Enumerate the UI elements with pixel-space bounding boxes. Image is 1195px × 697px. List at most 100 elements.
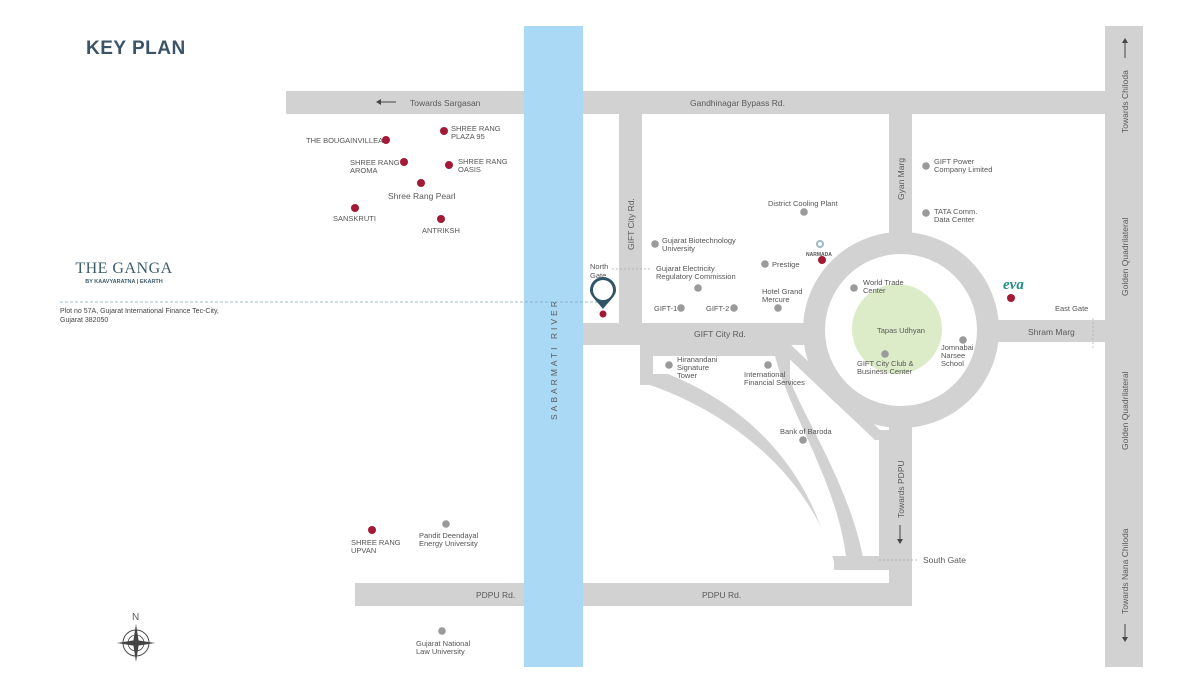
marker-sanskruti (351, 204, 359, 212)
label-hiranandani-1: Hiranandani (677, 355, 718, 364)
label-gift-city-rd-horizontal: GIFT City Rd. (694, 329, 746, 339)
road-gift-city-vertical (619, 110, 642, 326)
road-gandhinagar-bypass (286, 91, 1143, 114)
road-shram-marg (990, 320, 1110, 342)
marker-wtc (850, 284, 858, 292)
label-gift-power-2: Company Limited (934, 165, 992, 174)
arrow-up-icon (1122, 38, 1128, 58)
label-shree-rang-aroma-1: SHREE RANG (350, 158, 400, 167)
label-towards-pdpu: Towards PDPU (896, 460, 906, 518)
marker-gift1 (677, 304, 685, 312)
label-gnlu-2: Law University (416, 647, 465, 656)
road-gift-city-horizontal (583, 323, 835, 345)
label-towards-nana-chiloda: Towards Nana Chiloda (1120, 528, 1130, 614)
east-gate-label: East Gate (1055, 304, 1088, 313)
marker-bougainvillea (382, 136, 390, 144)
label-pdpu-rd-1: PDPU Rd. (476, 590, 515, 600)
marker-pdeu (442, 520, 450, 528)
label-antriksh: ANTRIKSH (422, 226, 460, 235)
south-gate-label: South Gate (923, 555, 966, 565)
project-address: Plot no 57A, Gujarat International Finan… (60, 307, 260, 325)
label-shree-rang-upvan-1: SHREE RANG (351, 538, 401, 547)
label-gift-power-1: GIFT Power (934, 157, 975, 166)
road-campus-loop (640, 344, 865, 570)
eva-logo: eva (1003, 277, 1024, 293)
marker-district-cooling (800, 208, 808, 216)
marker-shree-rang-pearl (417, 179, 425, 187)
label-gift-club-2: Business Center (857, 367, 913, 376)
label-ifs-1: International (744, 370, 786, 379)
arrow-left-icon (376, 99, 396, 105)
marker-gnlu (438, 627, 446, 635)
sabarmati-river (524, 26, 583, 667)
label-pdeu-1: Pandit Deendayal (419, 531, 479, 540)
label-gift2: GIFT-2 (706, 304, 729, 313)
marker-shree-rang-aroma (400, 158, 408, 166)
park-tapas-udhyan (852, 284, 942, 374)
project-location-pin (590, 277, 616, 318)
marker-gift2 (730, 304, 738, 312)
label-bank-of-baroda: Bank of Baroda (780, 427, 833, 436)
label-shree-rang-oasis-2: OASIS (458, 165, 481, 174)
label-hiranandani-3: Tower (677, 371, 698, 380)
marker-hiranandani (665, 361, 673, 369)
road-golden-quadrilateral (1105, 26, 1143, 667)
road-gyan-marg (889, 110, 912, 248)
river-label: SABARMATI RIVER (549, 298, 559, 420)
marker-jomnabai (959, 336, 967, 344)
arrow-down-icon-2 (1122, 624, 1128, 642)
label-jomnabai-3: School (941, 359, 964, 368)
marker-ifs (764, 361, 772, 369)
marker-shree-rang-upvan (368, 526, 376, 534)
address-line-1: Plot no 57A, Gujarat International Finan… (60, 308, 219, 315)
red-markers (351, 127, 1015, 534)
marker-eva (1007, 294, 1015, 302)
project-name: THE GANGA (75, 260, 173, 277)
label-narmada: NARMADA (806, 252, 832, 258)
label-gujarat-biotech-1: Gujarat Biotechnology (662, 236, 736, 245)
label-ifs-2: Financial Services (744, 378, 805, 387)
marker-tata (922, 209, 930, 217)
marker-shree-rang-oasis (445, 161, 453, 169)
label-tata-1: TATA Comm. (934, 207, 977, 216)
label-hotel-grand-2: Mercure (762, 295, 790, 304)
label-wtc-1: World Trade (863, 278, 904, 287)
developer-name: BY KAAVYARATNA | EKARTH (85, 279, 163, 285)
north-gate-label-2: Gate (590, 271, 606, 280)
label-shree-rang-plaza-1: SHREE RANG (451, 124, 501, 133)
marker-gerc (694, 284, 702, 292)
marker-prestige-grey (761, 260, 769, 268)
north-gate-label-1: North (590, 262, 608, 271)
compass-north-label: N (132, 612, 139, 623)
label-gandhinagar-bypass: Gandhinagar Bypass Rd. (690, 98, 785, 108)
label-shree-rang-plaza-2: PLAZA 95 (451, 132, 485, 141)
label-shram-marg: Shram Marg (1028, 327, 1075, 337)
marker-hotel-grand (774, 304, 782, 312)
label-wtc-2: Center (863, 286, 886, 295)
label-bougainvillea: THE BOUGAINVILLEA (306, 136, 383, 145)
arrow-down-icon (897, 525, 903, 544)
project-logo: THE GANGA BY KAAVYARATNA | EKARTH (64, 260, 184, 285)
label-sanskruti: SANSKRUTI (333, 214, 376, 223)
page-title: KEY PLAN (86, 38, 186, 59)
marker-shree-rang-plaza (440, 127, 448, 135)
label-gujarat-biotech-2: University (662, 244, 695, 253)
label-tata-2: Data Center (934, 215, 975, 224)
label-prestige: Prestige (772, 260, 800, 269)
label-shree-rang-oasis-1: SHREE RANG (458, 157, 508, 166)
label-pdpu-rd-2: PDPU Rd. (702, 590, 741, 600)
marker-gift-club (881, 350, 889, 358)
label-towards-chiloda: Towards Chiloda (1120, 70, 1130, 133)
label-jomnabai-2: Narsee (941, 351, 965, 360)
label-gerc-1: Gujarat Electricity (656, 264, 715, 273)
park-label: Tapas Udhyan (877, 326, 925, 335)
marker-gujarat-biotech (651, 240, 659, 248)
label-golden-quadrilateral-1: Golden Quadrilateral (1120, 217, 1130, 296)
compass-icon: N (117, 612, 155, 662)
label-pdeu-2: Energy University (419, 539, 478, 548)
grey-markers (438, 162, 967, 635)
label-district-cooling: District Cooling Plant (768, 199, 839, 208)
label-gyan-marg: Gyan Marg (896, 158, 906, 200)
